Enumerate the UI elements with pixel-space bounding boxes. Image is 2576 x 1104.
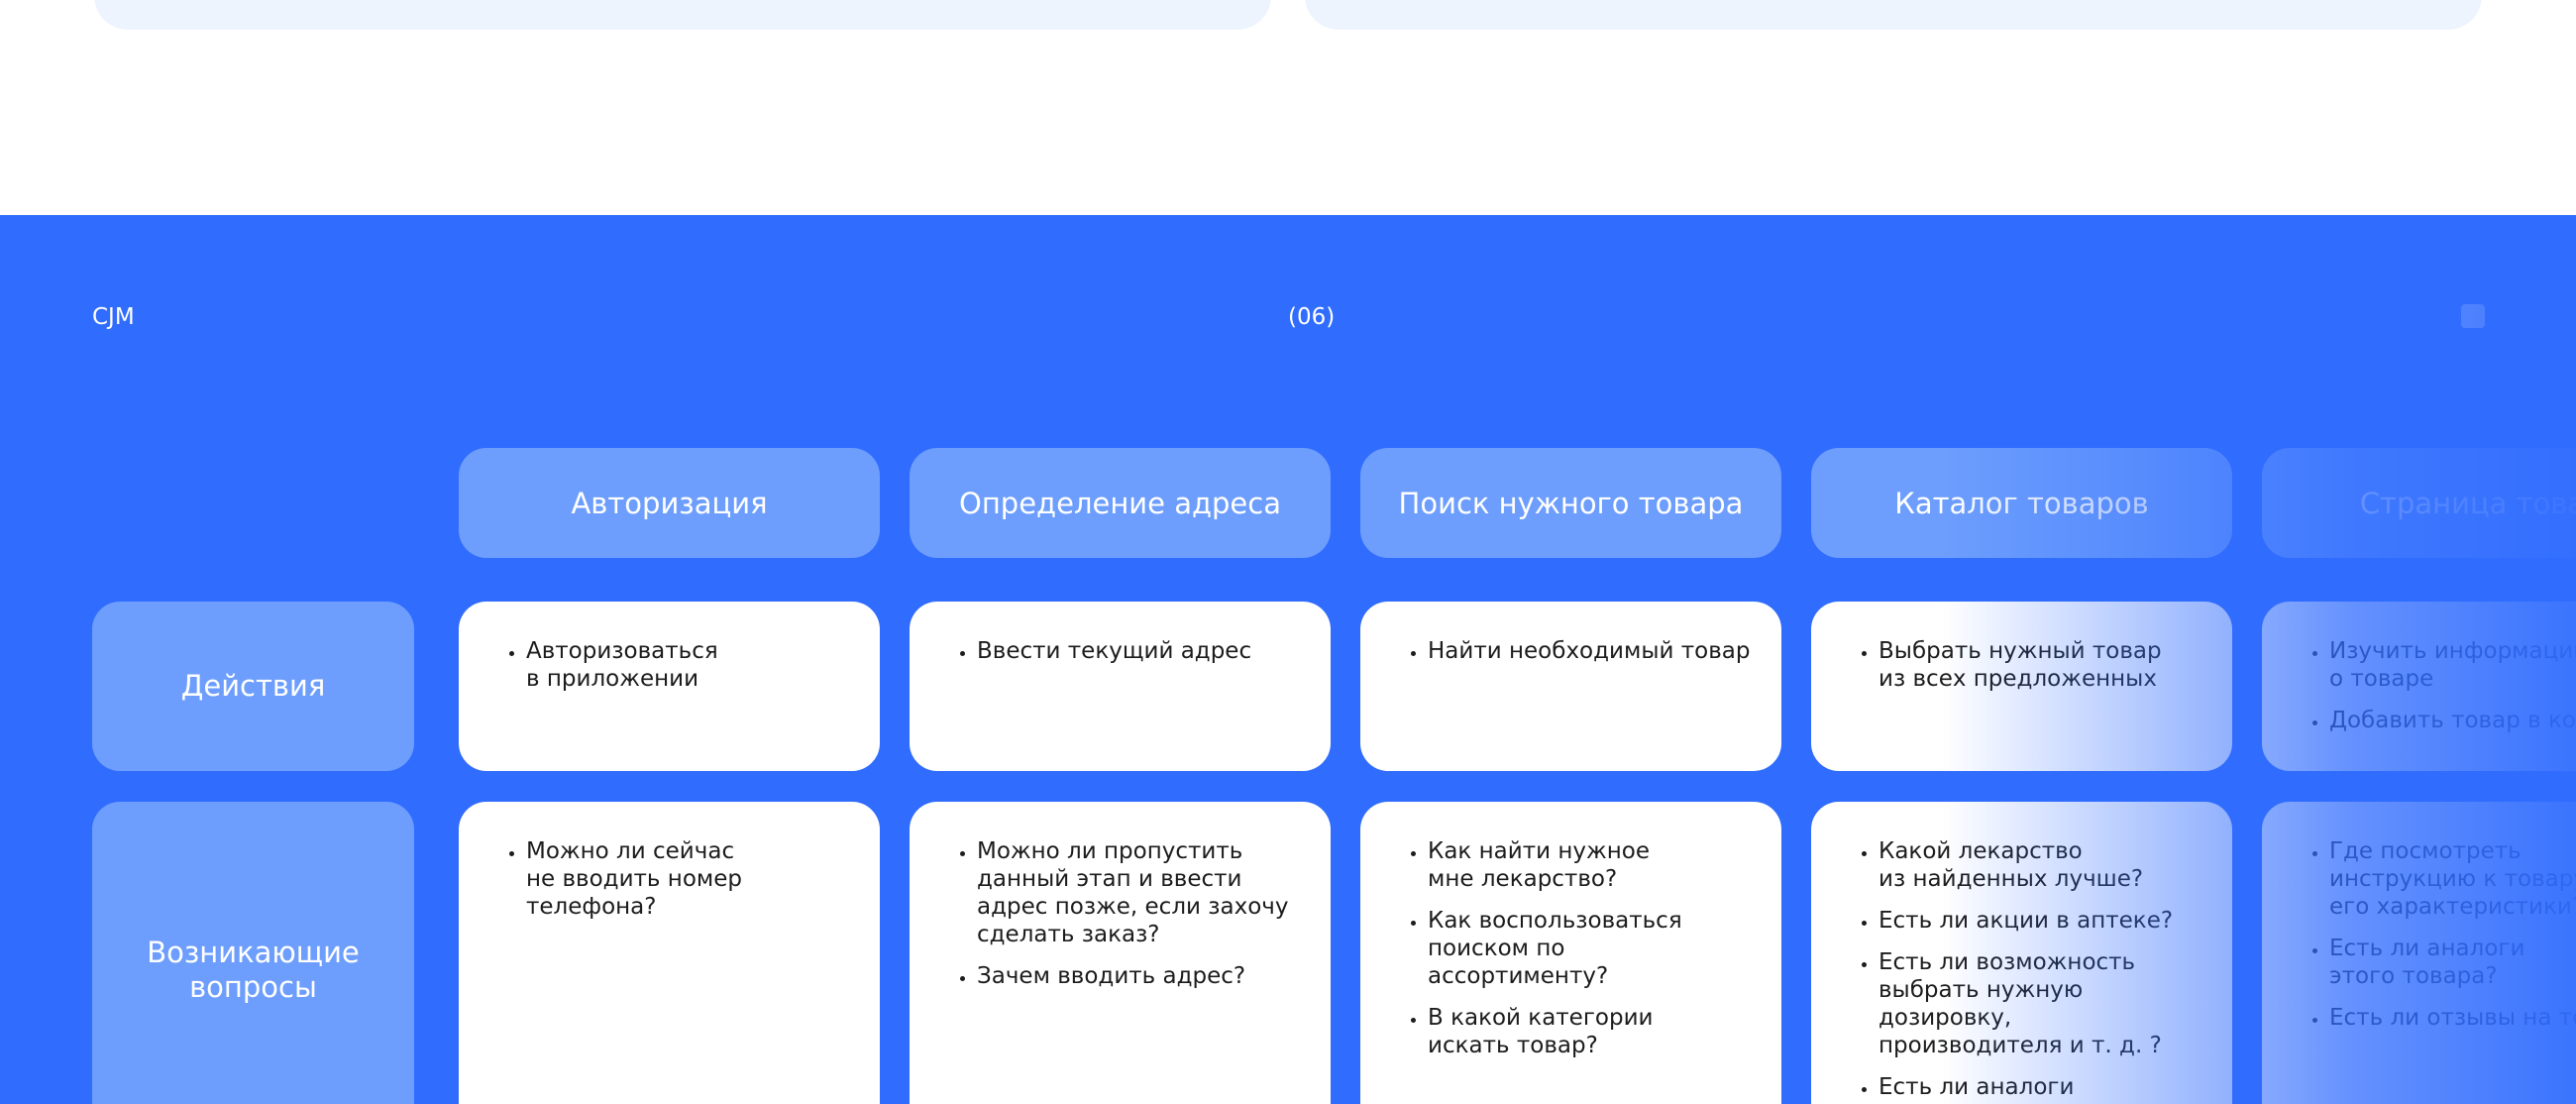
list-item: Как воспользоваться поиском по ассортиме…: [1428, 907, 1752, 990]
list-item: В какой категории искать товар?: [1428, 1004, 1752, 1059]
questions-cell-catalog: Какой лекарство из найденных лучше? Есть…: [1811, 802, 2232, 1104]
list-item: Есть ли аналоги этого товара?: [1878, 1073, 2202, 1104]
list-item: Какой лекарство из найденных лучше?: [1878, 837, 2202, 893]
list-item: Можно ли пропустить данный этап и ввести…: [977, 837, 1301, 948]
stage-header-catalog: Каталог товаров: [1811, 448, 2232, 558]
stage-header-product-page: Страница това: [2262, 448, 2576, 558]
list-item: Изучить информацию о товаре: [2329, 637, 2576, 693]
list-item: Есть ли аналоги этого товара?: [2329, 935, 2576, 990]
list-item: Есть ли отзывы на товар?: [2329, 1004, 2576, 1032]
stage-header-address: Определение адреса: [910, 448, 1331, 558]
list-item: Есть ли возможность выбрать нужную дозир…: [1878, 948, 2202, 1059]
actions-cell-catalog: Выбрать нужный товар из всех предложенны…: [1811, 602, 2232, 771]
list-item: Есть ли акции в аптеке?: [1878, 907, 2202, 935]
questions-cell-auth: Можно ли сейчас не вводить номер телефон…: [459, 802, 880, 1104]
list-item: Добавить товар в корзину: [2329, 707, 2576, 734]
list-item: Найти необходимый товар: [1428, 637, 1752, 665]
row-label-actions: Действия: [92, 602, 414, 771]
row-label-questions: Возникающие вопросы: [92, 802, 414, 1104]
questions-cell-product-page: Где посмотреть инструкцию к товару его х…: [2262, 802, 2576, 1104]
section-number: (06): [1288, 304, 1336, 330]
row-label-questions-text: Возникающие вопросы: [147, 936, 360, 1004]
cjm-section: CJM (06) Авторизация Определение адреса …: [0, 215, 2576, 1104]
section-label: CJM: [92, 304, 135, 330]
stage-header-auth: Авторизация: [459, 448, 880, 558]
list-item: Ввести текущий адрес: [977, 637, 1301, 665]
list-item: Где посмотреть инструкцию к товару его х…: [2329, 837, 2576, 921]
questions-cell-address: Можно ли пропустить данный этап и ввести…: [910, 802, 1331, 1104]
list-item: Зачем вводить адрес?: [977, 962, 1301, 990]
stage-header-search: Поиск нужного товара: [1360, 448, 1781, 558]
square-icon[interactable]: [2461, 304, 2485, 328]
top-card-left: [94, 0, 1271, 30]
questions-cell-search: Как найти нужное мне лекарство? Как восп…: [1360, 802, 1781, 1104]
actions-cell-auth: Авторизоваться в приложении: [459, 602, 880, 771]
list-item: Авторизоваться в приложении: [526, 637, 850, 693]
actions-cell-search: Найти необходимый товар: [1360, 602, 1781, 771]
actions-cell-address: Ввести текущий адрес: [910, 602, 1331, 771]
top-card-right: [1305, 0, 2482, 30]
list-item: Можно ли сейчас не вводить номер телефон…: [526, 837, 850, 921]
list-item: Выбрать нужный товар из всех предложенны…: [1878, 637, 2202, 693]
actions-cell-product-page: Изучить информацию о товаре Добавить тов…: [2262, 602, 2576, 771]
list-item: Как найти нужное мне лекарство?: [1428, 837, 1752, 893]
